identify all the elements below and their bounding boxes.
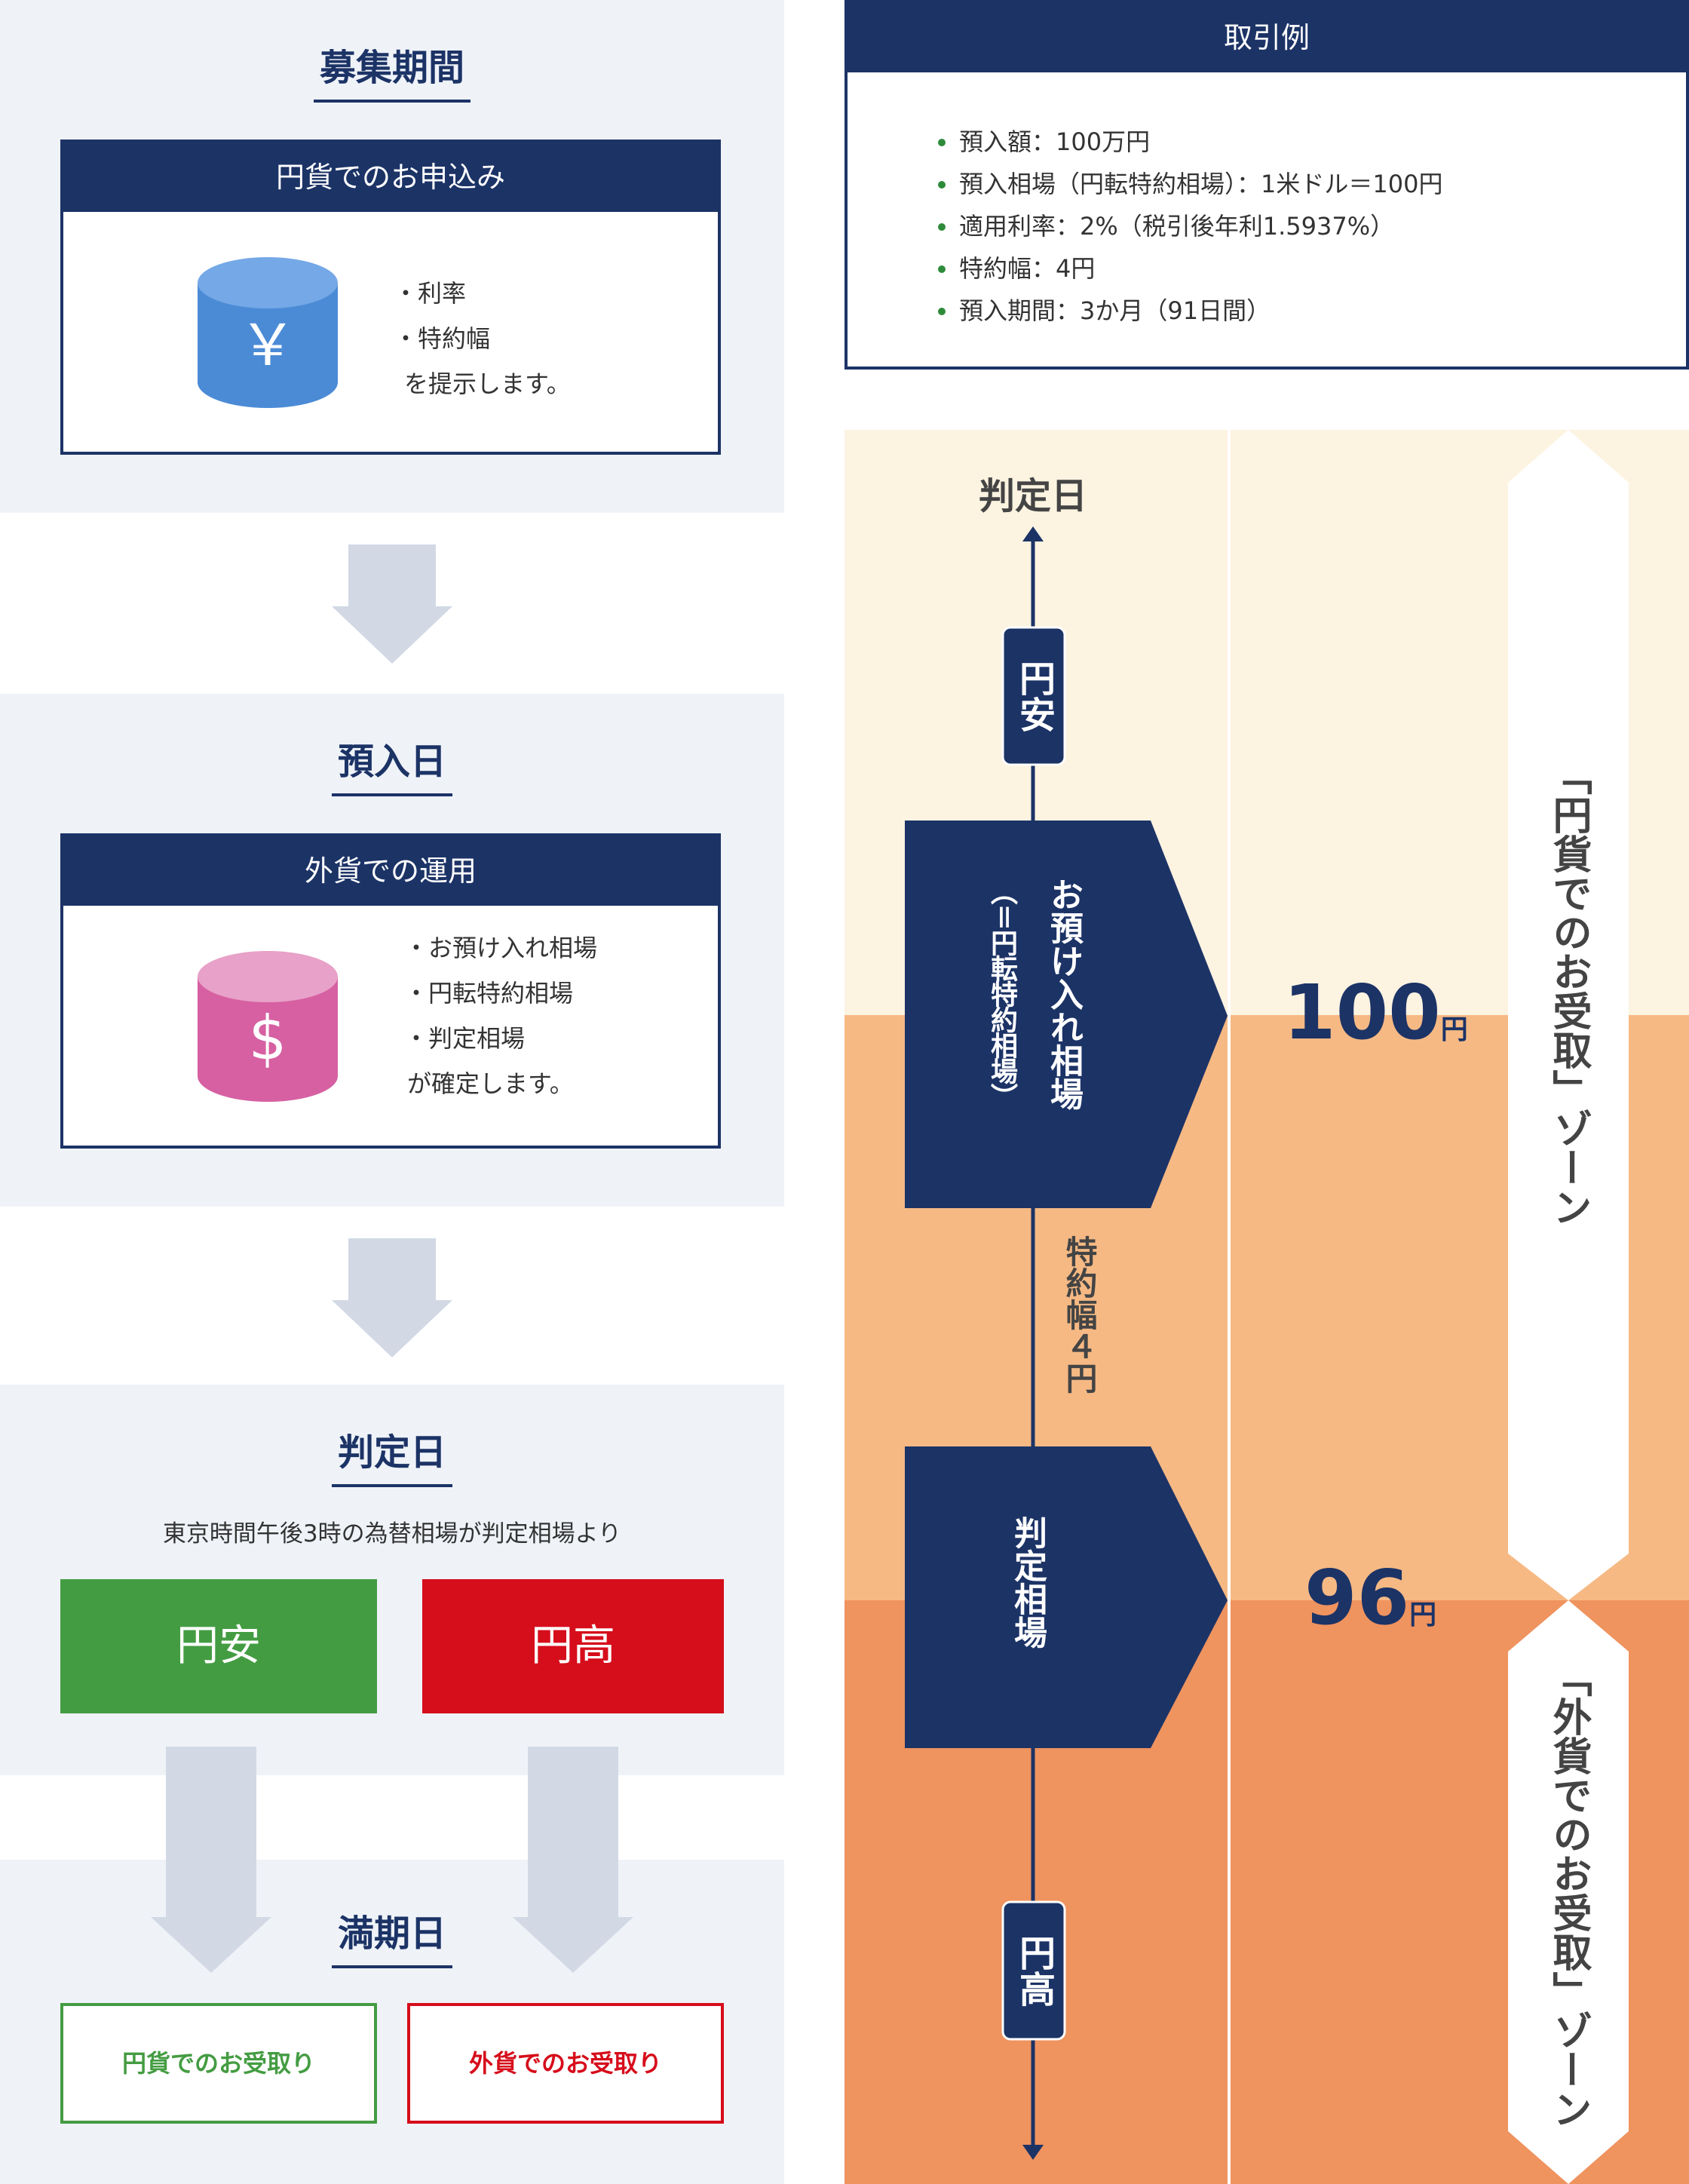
yen-receive-zone-label: 「円貨でのお受取」ゾーン bbox=[1546, 756, 1591, 1226]
maturity-date-title: 満期日 bbox=[0, 1903, 784, 1968]
axis-up-arrowhead bbox=[1022, 526, 1044, 541]
example-item-spread: 特約幅：4円 bbox=[937, 247, 1442, 290]
judgement-rate-label: 判定相場 bbox=[1008, 1516, 1047, 1649]
example-item-period: 預入期間：3か月（91日間） bbox=[937, 290, 1442, 332]
example-item-interest: 適用利率：2%（税引後年利1.5937%） bbox=[937, 205, 1442, 247]
rate-value-96: 96円 bbox=[1304, 1554, 1436, 1642]
maturity-date-panel: 満期日 円貨でのお受取り 外貨でのお受取り bbox=[0, 1860, 784, 2184]
deposit-rate-label: お預け入れ相場 bbox=[1044, 878, 1083, 1110]
yen-weak-pill bbox=[1001, 626, 1066, 766]
yen-strong-box: 円高 bbox=[422, 1579, 724, 1713]
receive-foreign-box: 外貨でのお受取り bbox=[407, 2003, 724, 2124]
deposit-bullet-3: ・判定相場 bbox=[404, 1024, 526, 1053]
recruit-bullet-1: ・利率 bbox=[394, 279, 467, 308]
rate-value-96-unit: 円 bbox=[1409, 1600, 1437, 1630]
judgement-rate-marker bbox=[905, 1446, 1228, 1748]
deposit-rate-marker bbox=[905, 821, 1228, 1208]
dollar-symbol: $ bbox=[249, 1003, 287, 1073]
axis-yen-weak-label: 円安 bbox=[1013, 660, 1055, 732]
judgement-description: 東京時間午後3時の為替相場が判定相場より bbox=[162, 1520, 622, 1548]
deposit-note: が確定します。 bbox=[407, 1069, 574, 1098]
example-item-rate: 預入相場（円転特約相場）：1米ドル＝100円 bbox=[937, 163, 1442, 205]
trade-example-box: 取引例 預入額：100万円 預入相場（円転特約相場）：1米ドル＝100円 適用利… bbox=[844, 0, 1689, 370]
zone-diagram: 判定日 円安 円高 お預け入れ相場 （＝円転特約相場） 特約幅４円 判定相場 1… bbox=[844, 430, 1689, 2184]
zone-divider bbox=[1228, 430, 1231, 2184]
axis-judgement-date-label: 判定日 bbox=[978, 475, 1087, 517]
foreign-operation-card: 外貨での運用 $ ・お預け入れ相場 ・円転特約相場 ・判定相場 が確定します。 bbox=[60, 833, 721, 1149]
yen-weak-box: 円安 bbox=[60, 1579, 377, 1713]
deposit-bullet-1: ・お預け入れ相場 bbox=[404, 934, 598, 962]
flow-arrow-2 bbox=[332, 1238, 452, 1357]
recruit-period-panel: 募集期間 円貨でのお申込み ￥ ・利率 ・特約幅 を提示します。 bbox=[0, 0, 784, 513]
foreign-operation-card-title: 外貨での運用 bbox=[63, 836, 718, 906]
rate-value-96-number: 96 bbox=[1304, 1554, 1410, 1642]
yen-application-card: 円貨でのお申込み ￥ ・利率 ・特約幅 を提示します。 bbox=[60, 140, 721, 455]
rate-value-100: 100円 bbox=[1283, 968, 1468, 1057]
foreign-receive-zone-label: 「外貨でのお受取」ゾーン bbox=[1546, 1658, 1591, 2128]
yen-symbol: ￥ bbox=[239, 311, 296, 379]
flow-arrow-yen-weak bbox=[151, 1747, 271, 1973]
deposit-rate-sublabel: （＝円転特約相場） bbox=[986, 878, 1017, 1109]
deposit-date-title: 預入日 bbox=[0, 732, 784, 796]
axis-down-arrowhead bbox=[1022, 2145, 1044, 2160]
yen-strong-pill bbox=[1001, 1900, 1066, 2041]
dollar-coin-icon: $ bbox=[198, 951, 338, 1102]
trade-example-title: 取引例 bbox=[848, 3, 1686, 72]
judgement-date-title: 判定日 bbox=[0, 1422, 784, 1487]
flow-arrow-yen-strong bbox=[513, 1747, 633, 1973]
yen-receive-zone-shape bbox=[1508, 430, 1629, 1600]
receive-yen-box: 円貨でのお受取り bbox=[60, 2003, 377, 2124]
flow-arrow-1 bbox=[332, 544, 452, 664]
yen-application-card-title: 円貨でのお申込み bbox=[63, 143, 718, 212]
axis-yen-strong-label: 円高 bbox=[1013, 1934, 1055, 2007]
deposit-bullet-2: ・円転特約相場 bbox=[404, 979, 574, 1008]
recruit-note: を提示します。 bbox=[404, 370, 571, 398]
deposit-date-panel: 預入日 外貨での運用 $ ・お預け入れ相場 ・円転特約相場 ・判定相場 が確定し… bbox=[0, 694, 784, 1207]
spread-label: 特約幅４円 bbox=[1061, 1235, 1098, 1394]
recruit-period-title: 募集期間 bbox=[0, 38, 784, 103]
trade-example-list: 預入額：100万円 預入相場（円転特約相場）：1米ドル＝100円 適用利率：2%… bbox=[937, 121, 1442, 332]
foreign-receive-zone-shape bbox=[1508, 1600, 1629, 2184]
yen-coin-icon: ￥ bbox=[198, 257, 338, 408]
recruit-bullet-2: ・特約幅 bbox=[394, 324, 491, 353]
rate-value-100-unit: 円 bbox=[1440, 1014, 1468, 1045]
zone-diagram-graphics bbox=[905, 430, 1629, 2184]
example-item-amount: 預入額：100万円 bbox=[937, 121, 1442, 163]
judgement-date-panel: 判定日 東京時間午後3時の為替相場が判定相場より 円安 円高 bbox=[0, 1385, 784, 1775]
rate-value-100-number: 100 bbox=[1283, 968, 1441, 1057]
